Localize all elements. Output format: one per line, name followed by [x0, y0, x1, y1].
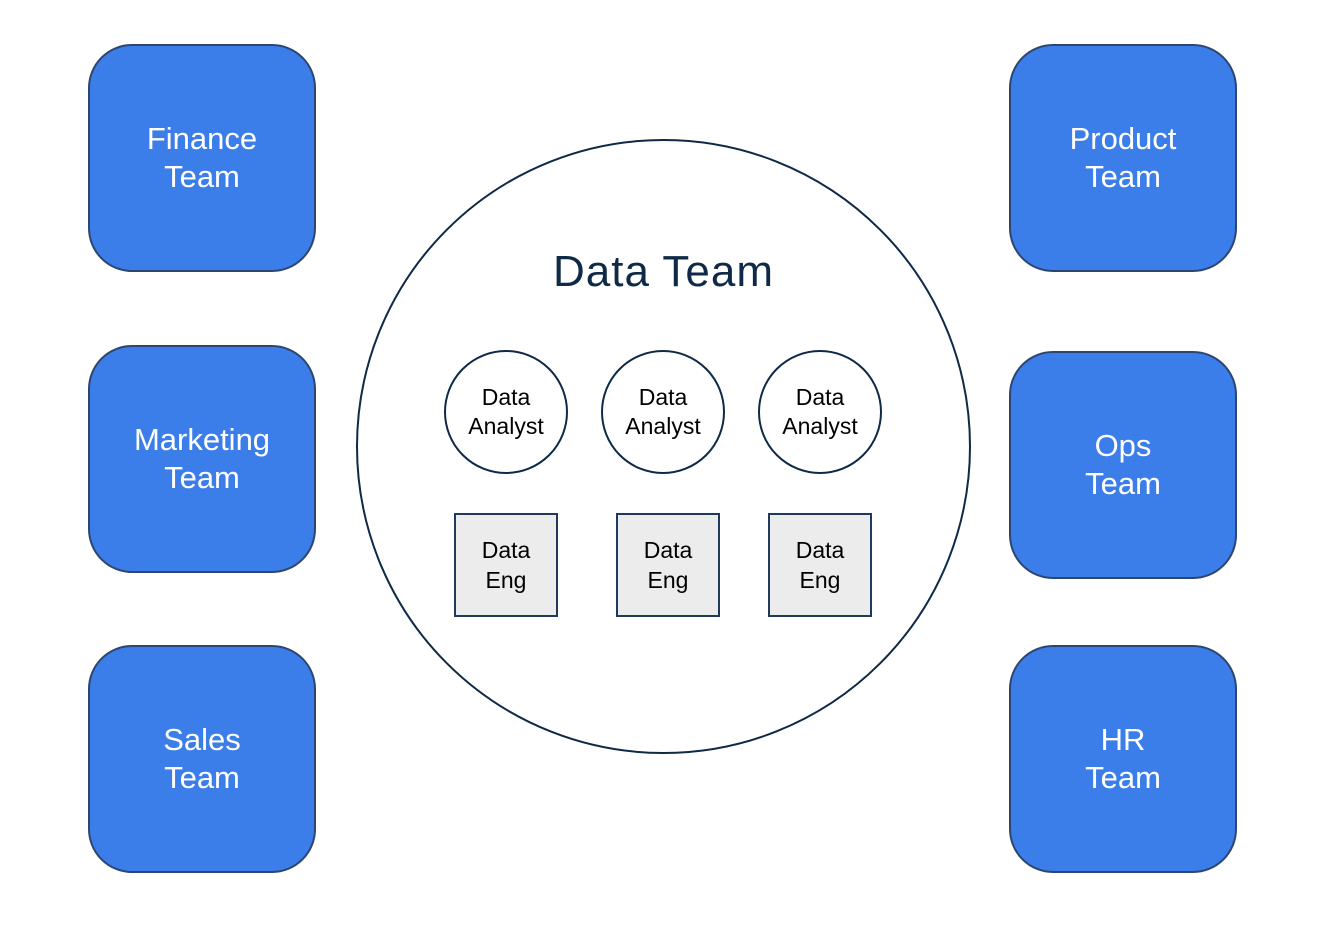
data-eng-node: Data Eng [454, 513, 558, 617]
hr-team-box: HR Team [1009, 645, 1237, 873]
data-analyst-label: Data Analyst [625, 384, 701, 439]
marketing-team-label: Marketing Team [133, 422, 271, 495]
data-eng-label: Data Eng [795, 537, 845, 593]
data-eng-node: Data Eng [616, 513, 720, 617]
data-eng-label: Data Eng [481, 537, 531, 593]
product-team-box: Product Team [1009, 44, 1237, 272]
finance-team-box: Finance Team [88, 44, 316, 272]
data-eng-node: Data Eng [768, 513, 872, 617]
data-analyst-node: Data Analyst [601, 350, 725, 474]
finance-team-label: Finance Team [146, 121, 258, 194]
data-team-title: Data Team [553, 247, 774, 296]
sales-team-label: Sales Team [163, 722, 241, 795]
marketing-team-box: Marketing Team [88, 345, 316, 573]
hr-team-label: HR Team [1085, 722, 1161, 795]
product-team-label: Product Team [1069, 121, 1177, 194]
ops-team-label: Ops Team [1085, 428, 1161, 501]
ops-team-box: Ops Team [1009, 351, 1237, 579]
data-eng-label: Data Eng [643, 537, 693, 593]
data-analyst-label: Data Analyst [782, 384, 858, 439]
data-analyst-node: Data Analyst [444, 350, 568, 474]
data-analyst-node: Data Analyst [758, 350, 882, 474]
sales-team-box: Sales Team [88, 645, 316, 873]
data-analyst-label: Data Analyst [468, 384, 544, 439]
